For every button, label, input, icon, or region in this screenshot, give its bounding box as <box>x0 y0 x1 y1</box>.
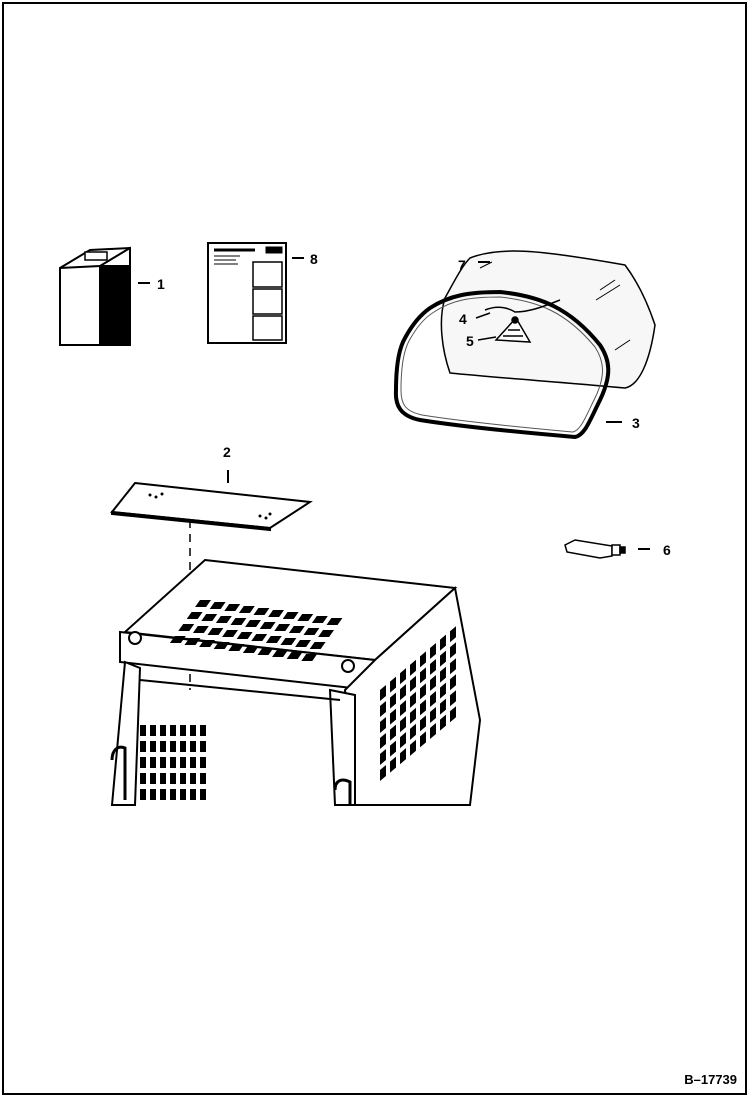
callout-2: 2 <box>223 444 231 460</box>
callout-6: 6 <box>663 542 671 558</box>
callout-5: 5 <box>466 333 474 349</box>
cab-side-perforations <box>140 626 456 800</box>
figure-number: B–17739 <box>684 1072 737 1087</box>
part-6-tube-drawing <box>564 539 650 559</box>
callout-1: 1 <box>157 276 165 292</box>
part-8-manual-drawing <box>207 242 304 344</box>
callout-8: 8 <box>310 251 318 267</box>
part-4-5-mirror-drawing <box>475 299 561 343</box>
part-3-seal-drawing <box>393 289 622 440</box>
part-1-box-drawing <box>59 246 150 346</box>
callout-4: 4 <box>459 311 467 327</box>
part-7-window-glass-drawing <box>440 250 656 389</box>
callout-3: 3 <box>632 415 640 431</box>
cab-drawing <box>110 558 482 806</box>
cab-roof-perforations <box>169 600 343 661</box>
callout-7: 7 <box>458 257 466 273</box>
